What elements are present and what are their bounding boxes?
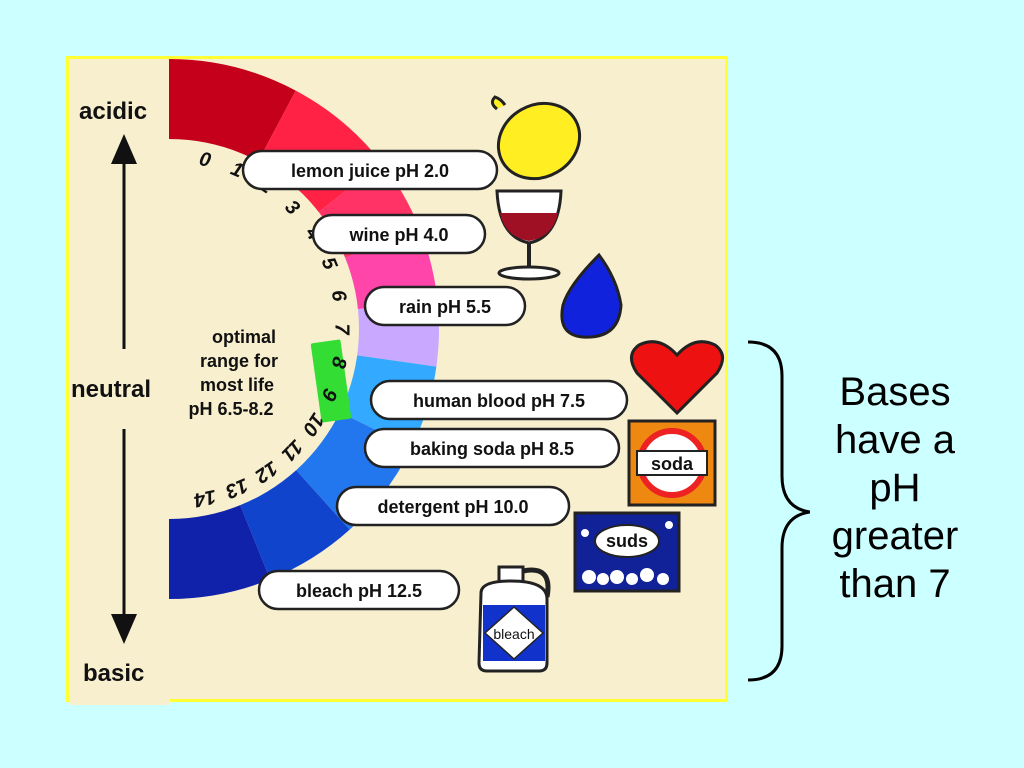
ph-number-0: 0: [197, 148, 212, 172]
suds-box-text: suds: [606, 531, 648, 551]
ph-scale-diagram: 01234567891011121314 acidic neutral basi…: [69, 59, 724, 705]
bases-note: Bases have a pH greater than 7: [831, 370, 959, 606]
optimal-range-note: optimal range for most life pH 6.5-8.2: [188, 327, 278, 419]
label-pill: [363, 427, 621, 469]
basic-label: basic: [83, 660, 144, 687]
label-pill: [257, 569, 461, 611]
substance-lemon: lemon juice pH 2.0: [241, 149, 499, 191]
heart-icon: [630, 340, 724, 416]
label-pill: [369, 379, 629, 421]
optimal-line-1: optimal: [212, 327, 276, 347]
wheel-left-mask: [69, 59, 169, 705]
lemon-icon: [490, 95, 582, 181]
substance-bleach: bleach pH 12.5: [257, 569, 461, 611]
raindrop-icon: [560, 252, 623, 339]
label-pill: [335, 485, 571, 527]
optimal-line-3: most life: [200, 375, 274, 395]
soda-box-icon: soda: [627, 419, 717, 507]
optimal-line-4: pH 6.5-8.2: [188, 399, 273, 419]
substance-label: detergent pH 10.0: [377, 497, 528, 517]
optimal-range-highlight: [310, 339, 352, 423]
ph-scale-figure: 01234567891011121314 acidic neutral basi…: [66, 56, 728, 705]
ph-number-14: 14: [192, 485, 218, 511]
bleach-jug-text: bleach: [493, 626, 534, 642]
acidic-label: acidic: [79, 98, 147, 125]
ph-number-8: 8: [326, 355, 350, 371]
soda-box-text: soda: [651, 454, 694, 474]
ph-number-6: 6: [327, 288, 351, 304]
substance-wine: wine pH 4.0: [311, 213, 487, 255]
suds-box-icon: suds: [573, 511, 681, 593]
substance-blood: human blood pH 7.5: [369, 379, 629, 421]
basic-arrow-head: [111, 614, 137, 644]
neutral-label: neutral: [71, 376, 151, 403]
label-pill: [311, 213, 487, 255]
ph-number-7: 7: [331, 323, 353, 335]
substance-rain: rain pH 5.5: [363, 285, 527, 327]
substance-label: baking soda pH 8.5: [410, 439, 574, 459]
substance-label: lemon juice pH 2.0: [291, 161, 449, 181]
substance-label: human blood pH 7.5: [413, 391, 585, 411]
substance-label: rain pH 5.5: [399, 297, 491, 317]
label-pill: [241, 149, 499, 191]
optimal-line-2: range for: [200, 351, 278, 371]
ph-scale-numbers: 01234567891011121314: [192, 148, 353, 511]
bleach-jug-icon: bleach: [477, 565, 551, 673]
substance-label: bleach pH 12.5: [296, 581, 422, 601]
substance-baking-soda: baking soda pH 8.5: [363, 427, 621, 469]
wine-glass-icon: [495, 189, 563, 281]
substance-detergent: detergent pH 10.0: [335, 485, 571, 527]
label-pill: [363, 285, 527, 327]
substance-label: wine pH 4.0: [348, 225, 448, 245]
acidic-arrow-head: [111, 134, 137, 164]
curly-brace: [747, 340, 810, 682]
